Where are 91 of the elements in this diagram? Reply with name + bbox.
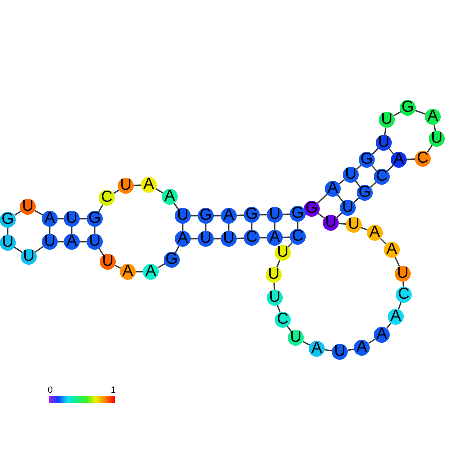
nucleotide-circle: A [325, 181, 341, 197]
nucleotide-circle: A [391, 152, 407, 168]
nucleotide-circle: C [396, 287, 412, 303]
nucleotide-circle: A [374, 327, 390, 343]
nucleotide-circle: G [304, 201, 320, 217]
nucleotide-circle: C [244, 230, 260, 246]
nucleotide-circle: A [267, 230, 283, 246]
backbone-line [35, 246, 44, 253]
backbone-line [14, 210, 22, 216]
scale-tick-label: 1 [111, 386, 116, 395]
nucleotide-circle: A [175, 231, 191, 247]
nucleotide-circle: G [290, 206, 306, 222]
nucleotide-circle: G [0, 212, 16, 228]
backbone-line [384, 128, 387, 136]
backbone-line [434, 124, 436, 132]
backbone-line [394, 257, 400, 267]
backbone-line [427, 145, 433, 153]
backbone-line [34, 210, 44, 216]
nucleotide-circle: U [395, 266, 411, 282]
nucleotide-circle: U [343, 167, 359, 183]
backbone-line [317, 194, 328, 204]
nucleotide-circle: A [425, 109, 441, 125]
backbone-line [338, 223, 346, 225]
nucleotide-circle: A [221, 208, 237, 224]
backbone-line [415, 110, 426, 115]
nucleotide-circle: G [164, 252, 180, 268]
backbone-line [368, 338, 376, 344]
nucleotide-circle: U [42, 234, 58, 250]
backbone-line [324, 349, 332, 352]
nucleotide-circle: A [64, 234, 80, 250]
nucleotide-circle: U [21, 249, 37, 265]
nucleotide-circle: U [266, 267, 282, 283]
backbone-line [394, 111, 402, 117]
backbone-line [348, 348, 354, 352]
nucleotide-circle: C [99, 190, 115, 206]
nucleotide-circle: G [198, 208, 214, 224]
nucleotide-circle: U [267, 207, 283, 223]
nucleotide-circle: A [141, 177, 157, 193]
backbone-line [114, 265, 122, 269]
backbone-line [406, 158, 416, 160]
nucleotide-circle: U [20, 199, 36, 215]
nucleotide-circle: U [198, 231, 214, 247]
nucleotide-circle: U [346, 217, 362, 233]
nucleotide-circle: A [384, 242, 400, 258]
nucleotide-circle: U [221, 231, 237, 247]
nucleotide-circle: U [64, 211, 80, 227]
nucleotide-circle: U [323, 215, 339, 231]
nucleotide-circle: A [120, 264, 136, 280]
nucleotide-circle: U [332, 344, 348, 360]
nucleotide-circle: A [42, 211, 58, 227]
nucleotide-circle: U [340, 200, 356, 216]
nucleotide-circle: A [162, 189, 178, 205]
nucleotide-circle: U [429, 131, 445, 147]
backbone-line [98, 248, 104, 256]
backbone-line [98, 204, 104, 212]
nucleotide-circle: G [357, 185, 373, 201]
nucleotide-circle: U [376, 135, 392, 151]
scale-tick-label: 0 [48, 386, 54, 395]
nucleotide-circle: C [290, 229, 306, 245]
nucleotide-circle: U [379, 112, 395, 128]
nucleotide-circle: C [275, 312, 291, 328]
backbone-line [158, 263, 166, 269]
nucleotide-circle: U [100, 254, 116, 270]
nucleotide-circle: A [143, 264, 159, 280]
nucleotide-circle: U [175, 208, 191, 224]
nucleotide-circle: C [415, 151, 431, 167]
backbone-line [388, 148, 394, 154]
nucleotide-circle: G [244, 207, 260, 223]
backbone-line [14, 246, 23, 254]
backbone-line [302, 341, 310, 346]
nucleotide-circle: U [87, 234, 103, 250]
nucleotide-circle: U [267, 290, 283, 306]
backbone-line [175, 246, 180, 254]
nucleotide-circle: G [359, 152, 375, 168]
nucleotide-circle: A [367, 225, 383, 241]
backbone-line [113, 190, 120, 194]
nucleotide-circle: C [374, 169, 390, 185]
nucleotide-circle: G [400, 100, 416, 116]
nucleotide-circle: U [0, 235, 16, 251]
backbone-line [174, 203, 180, 210]
nucleotide-circle: U [288, 330, 304, 346]
nucleotide-circle: A [388, 309, 404, 325]
nucleotide-circle: A [309, 341, 325, 357]
backbone-line [276, 260, 281, 268]
backbone-line [372, 166, 378, 172]
nucleotide-circle: G [87, 211, 103, 227]
nucleotide-circle: U [275, 245, 291, 261]
backbone-line [318, 213, 325, 219]
nucleotide-circle: A [354, 340, 370, 356]
nucleotide-circle: U [118, 178, 134, 194]
backbone-line [156, 188, 164, 194]
